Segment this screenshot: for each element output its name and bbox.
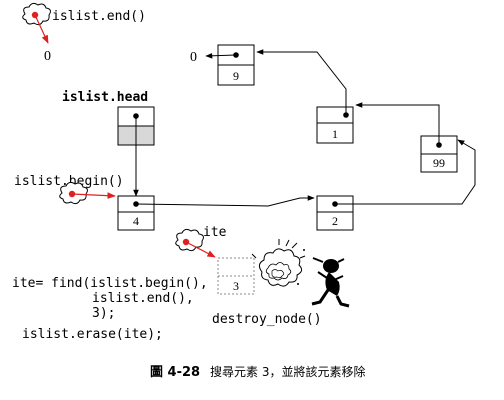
begin-iterator-icon xyxy=(59,181,116,205)
end-call-label: islist.end() xyxy=(52,9,146,24)
node-9-value: 9 xyxy=(233,69,239,83)
node-2: 2 xyxy=(316,195,354,231)
end-iterator-icon xyxy=(22,2,51,44)
code-line-4: islist.erase(ite); xyxy=(22,327,163,342)
null-label: 0 xyxy=(190,50,197,65)
figure-caption: 搜尋元素 3，並將該元素移除 xyxy=(210,364,365,379)
node-1-value: 1 xyxy=(332,127,338,141)
node-1: 1 xyxy=(316,106,354,144)
ite-iterator-icon xyxy=(175,228,216,258)
figure-number: 圖 4-28 xyxy=(150,364,200,380)
node-3-value: 3 xyxy=(233,279,239,293)
explosion-icon xyxy=(251,239,306,287)
ite-label: ite xyxy=(203,225,227,240)
code-line-2: islist.end(), xyxy=(92,291,194,306)
node-2-value: 2 xyxy=(332,214,338,228)
person-figure-icon xyxy=(311,257,350,308)
node-4-value: 4 xyxy=(133,214,139,228)
code-line-3: 3); xyxy=(92,306,115,321)
node-99-value: 99 xyxy=(433,156,445,170)
node-4: 4 xyxy=(117,195,155,231)
code-line-1: ite= find(islist.begin(), xyxy=(12,276,208,291)
node-9: 9 xyxy=(217,44,255,86)
end-value-label: 0 xyxy=(44,49,51,64)
destroy-node-label: destroy_node() xyxy=(212,312,322,327)
begin-call-label: islist.begin() xyxy=(14,174,124,189)
removed-node-3: 3 xyxy=(217,257,255,295)
head-label: islist.head xyxy=(62,90,148,105)
